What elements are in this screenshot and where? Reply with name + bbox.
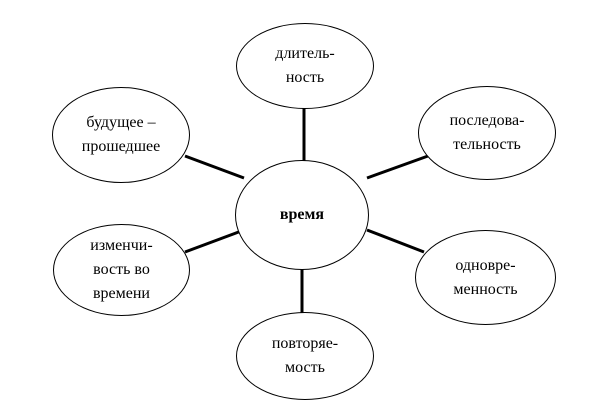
node-duration: длитель- ность <box>236 23 374 109</box>
node-label: будущее – прошедшее <box>81 114 161 155</box>
node-center-time: время <box>235 160 369 270</box>
connector-center-upper-right <box>366 154 429 180</box>
node-variability: изменчи- вость во времени <box>53 224 190 316</box>
node-simultaneity: одновре- менность <box>415 230 556 325</box>
node-label: повторяе- мость <box>271 335 339 376</box>
node-future-past: будущее – прошедшее <box>52 87 190 183</box>
center-label: время <box>279 206 325 223</box>
node-label: одновре- менность <box>453 256 518 298</box>
connector-center-lower-right <box>366 228 425 254</box>
node-label: длитель- ность <box>275 45 335 86</box>
connector-center-lower-left <box>184 228 245 254</box>
node-repeatability: повторяе- мость <box>236 312 374 400</box>
node-sequence: последова- тельность <box>418 86 556 180</box>
node-label: последова- тельность <box>449 112 525 153</box>
connector-center-upper-left <box>184 154 245 180</box>
node-label: изменчи- вость во времени <box>90 237 153 302</box>
